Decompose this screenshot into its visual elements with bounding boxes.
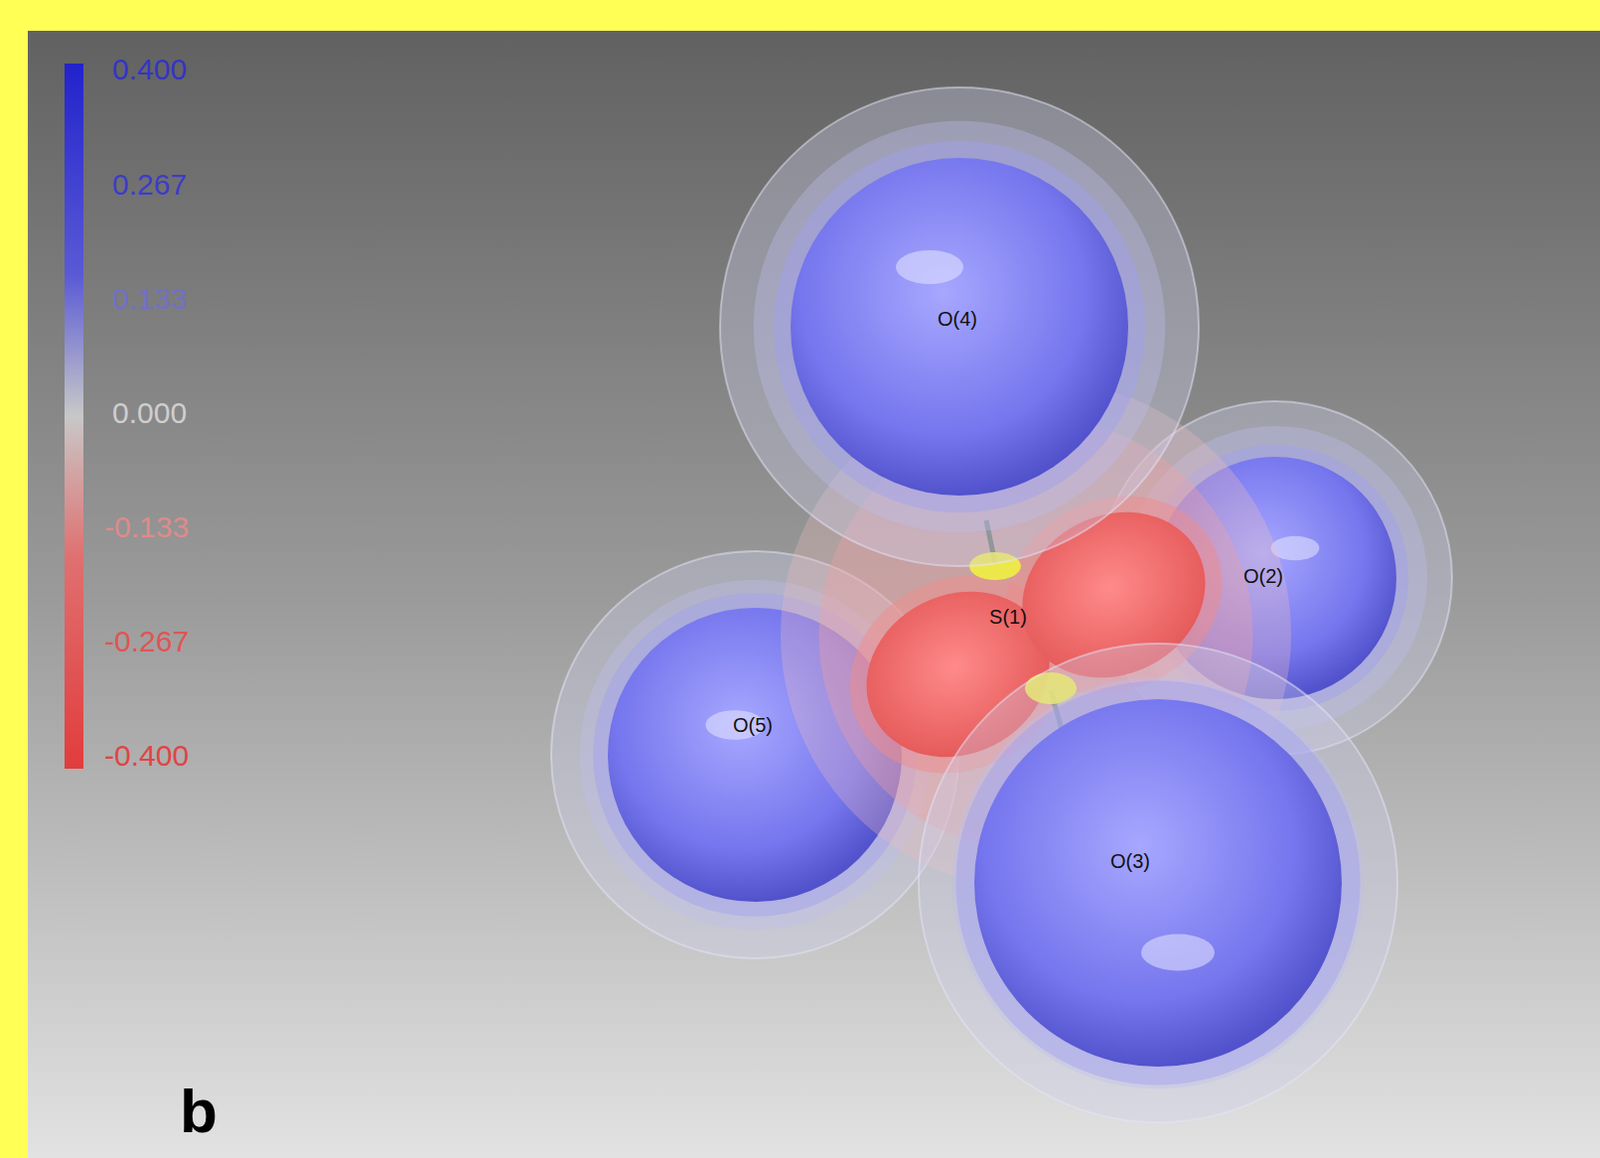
color-scale-bar: [64, 63, 95, 779]
oxygen-atom: O(2): [1098, 401, 1453, 755]
atom-label: O(5): [732, 714, 773, 737]
scale-tick-label: -0.267: [104, 624, 189, 659]
scale-tick-label: 0.133: [112, 282, 187, 316]
background-panel: O(4) O(2) S(1) O(5) O(3) 0.400 0.267 0.133 0.000…: [27, 30, 1600, 1158]
scale-tick-label: -0.400: [104, 738, 189, 773]
panel-letter: b: [179, 1075, 218, 1147]
atom-label: S(1): [989, 605, 1027, 629]
density-isosurface: [780, 379, 1292, 890]
scale-tick-label: 0.400: [112, 52, 187, 87]
scale-tick-label: -0.133: [104, 510, 189, 545]
atom-label: O(3): [1110, 850, 1151, 873]
atom-label: O(4): [937, 307, 978, 331]
scale-tick-label: 0.000: [112, 396, 187, 431]
density-isosurface: [551, 551, 959, 959]
density-isosurface: [918, 643, 1398, 1123]
oxygen-atom: O(5): [551, 551, 959, 959]
oxygen-atom: O(3): [918, 643, 1398, 1123]
oxygen-atom: O(4): [720, 87, 1199, 567]
atom-label: O(2): [1243, 565, 1284, 588]
scale-tick-label: 0.267: [112, 167, 187, 202]
sulfur-atom: S(1): [780, 379, 1292, 890]
